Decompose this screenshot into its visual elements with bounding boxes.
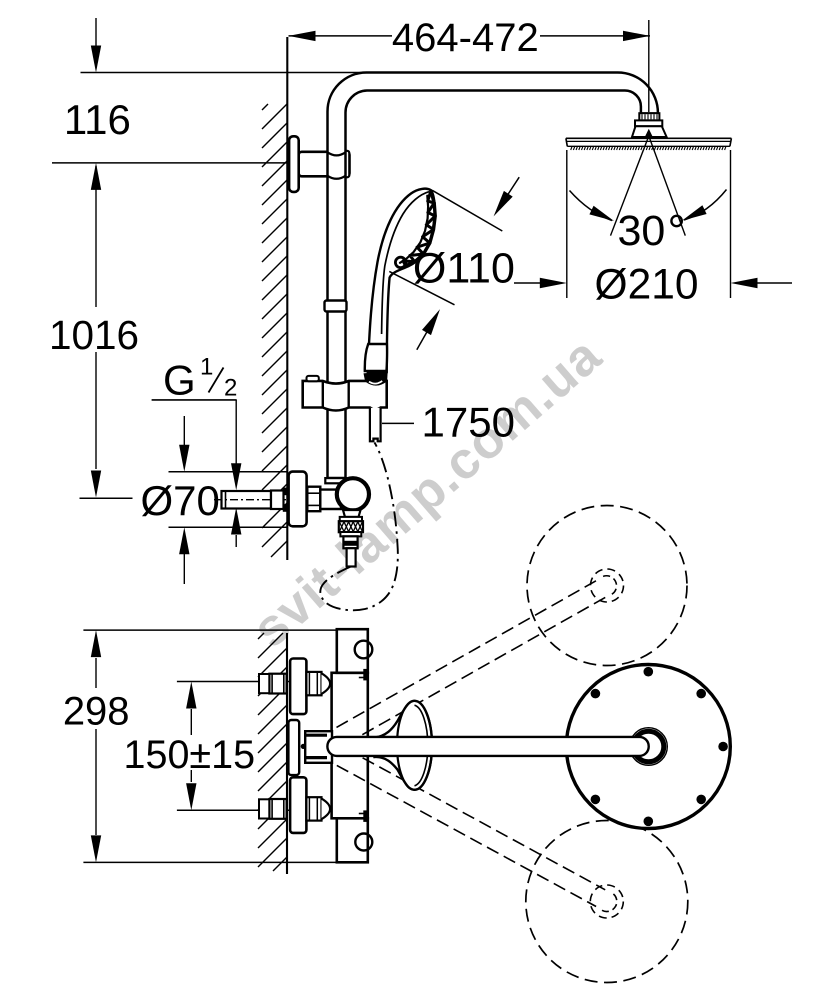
svg-text:Ø70: Ø70 xyxy=(141,477,220,524)
svg-text:2: 2 xyxy=(224,375,237,402)
svg-text:116: 116 xyxy=(64,96,131,143)
svg-text:1016: 1016 xyxy=(49,312,139,358)
svg-text:1: 1 xyxy=(200,354,213,381)
svg-text:30: 30 xyxy=(617,207,665,255)
svg-text:G: G xyxy=(163,357,196,404)
svg-text:298: 298 xyxy=(63,690,130,734)
svg-text:Ø110: Ø110 xyxy=(413,245,515,293)
svg-text:Ø210: Ø210 xyxy=(595,261,699,308)
svg-text:150±15: 150±15 xyxy=(124,733,256,777)
svg-text:464-472: 464-472 xyxy=(392,16,539,60)
svg-text:1750: 1750 xyxy=(422,399,515,446)
